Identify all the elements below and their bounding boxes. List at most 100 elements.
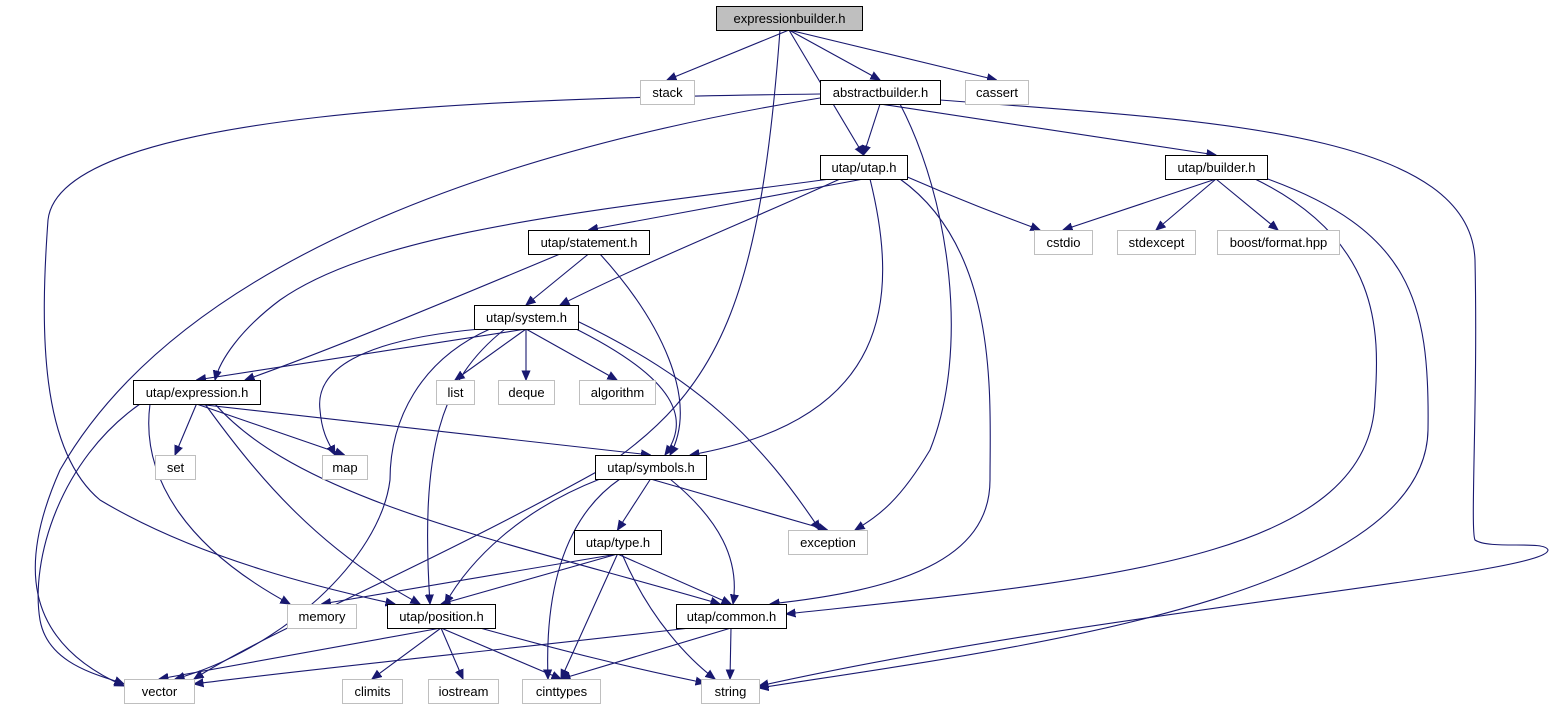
edge-builder-to-stdexcept: [1156, 178, 1217, 230]
node-memory: memory: [287, 604, 357, 629]
edge-common-to-string: [730, 627, 731, 679]
node-set: set: [155, 455, 196, 480]
edge-abstractbuilder-to-position: [43, 93, 821, 604]
node-builder[interactable]: utap/builder.h: [1165, 155, 1268, 180]
node-box-builder: [1165, 155, 1268, 180]
node-box-abstractbuilder: [820, 80, 941, 105]
edge-expression-to-set: [174, 403, 198, 455]
node-box-cstdio: [1034, 230, 1093, 255]
edge-abstractbuilder-to-vector: [34, 97, 821, 686]
node-statement[interactable]: utap/statement.h: [528, 230, 650, 255]
node-box-cassert: [965, 80, 1029, 105]
node-position[interactable]: utap/position.h: [387, 604, 496, 629]
node-box-utap: [820, 155, 908, 180]
node-label-expression: utap/expression.h: [146, 385, 249, 400]
node-box-deque: [498, 380, 555, 405]
edge-abstractbuilder-to-utap: [864, 103, 881, 155]
node-cinttypes: cinttypes: [522, 679, 601, 704]
node-stdexcept: stdexcept: [1117, 230, 1196, 255]
edge-position-to-cinttypes: [440, 627, 561, 680]
edge-utap-to-statement: [589, 178, 864, 230]
edge-position-to-vector: [159, 627, 442, 679]
node-label-exception: exception: [800, 535, 856, 550]
edge-system-to-symbols: [569, 325, 677, 455]
node-box-map: [322, 455, 368, 480]
node-box-list: [436, 380, 475, 405]
node-label-map: map: [332, 460, 357, 475]
node-box-type: [574, 530, 662, 555]
node-label-climits: climits: [354, 684, 391, 699]
edge-utap-to-system: [560, 178, 841, 305]
node-boostformat: boost/format.hpp: [1217, 230, 1340, 255]
node-string: string: [701, 679, 760, 704]
edge-type-to-common: [617, 553, 732, 604]
node-stack: stack: [640, 80, 695, 105]
node-label-stdexcept: stdexcept: [1129, 235, 1185, 250]
node-type[interactable]: utap/type.h: [574, 530, 662, 555]
node-box-vector: [124, 679, 195, 704]
edge-builder-to-common: [786, 178, 1378, 614]
node-system[interactable]: utap/system.h: [474, 305, 579, 330]
node-deque: deque: [498, 380, 555, 405]
node-cstdio: cstdio: [1034, 230, 1093, 255]
edge-expression-to-memory: [148, 403, 290, 604]
edge-position-to-string: [479, 627, 705, 683]
node-utap[interactable]: utap/utap.h: [820, 155, 908, 180]
edge-type-to-memory: [322, 553, 618, 604]
edge-builder-to-boostformat: [1215, 178, 1278, 230]
edge-symbols-to-cinttypes: [548, 478, 621, 679]
node-list: list: [436, 380, 475, 405]
edge-expression-to-position: [204, 403, 420, 604]
node-box-exception: [788, 530, 868, 555]
node-symbols[interactable]: utap/symbols.h: [595, 455, 707, 480]
node-label-boostformat: boost/format.hpp: [1230, 235, 1328, 250]
node-label-memory: memory: [299, 609, 346, 624]
edge-system-to-map: [319, 328, 481, 455]
node-box-system: [474, 305, 579, 330]
node-expression[interactable]: utap/expression.h: [133, 380, 261, 405]
edge-position-to-iostream: [440, 627, 463, 679]
node-map: map: [322, 455, 368, 480]
node-exception: exception: [788, 530, 868, 555]
node-box-set: [155, 455, 196, 480]
edge-abstractbuilder-to-builder: [879, 103, 1216, 155]
edge-expression-to-common: [214, 403, 720, 604]
edge-type-to-string: [621, 553, 715, 679]
edge-builder-to-string: [759, 177, 1429, 688]
edge-expressionbuilder-to-vector: [194, 29, 781, 679]
node-expressionbuilder[interactable]: expressionbuilder.h: [716, 6, 863, 31]
node-label-iostream: iostream: [439, 684, 489, 699]
node-label-cstdio: cstdio: [1047, 235, 1081, 250]
edge-expression-to-vector: [37, 403, 141, 684]
node-box-string: [701, 679, 760, 704]
edge-system-to-algorithm: [525, 328, 617, 380]
node-label-symbols: utap/symbols.h: [607, 460, 694, 475]
edge-expressionbuilder-to-stack: [667, 29, 790, 80]
edge-system-to-list: [455, 328, 527, 380]
node-label-algorithm: algorithm: [591, 385, 644, 400]
node-box-statement: [528, 230, 650, 255]
edge-system-to-position: [428, 328, 506, 604]
node-label-builder: utap/builder.h: [1177, 160, 1255, 175]
node-label-utap: utap/utap.h: [831, 160, 896, 175]
node-box-iostream: [428, 679, 499, 704]
node-box-memory: [287, 604, 357, 629]
node-box-stack: [640, 80, 695, 105]
node-abstractbuilder[interactable]: abstractbuilder.h: [820, 80, 941, 105]
node-common[interactable]: utap/common.h: [676, 604, 787, 629]
node-label-set: set: [167, 460, 185, 475]
node-label-position: utap/position.h: [399, 609, 484, 624]
edge-common-to-vector: [194, 627, 691, 684]
edge-expression-to-map: [196, 403, 345, 455]
edges-layer: [34, 29, 1549, 688]
node-box-climits: [342, 679, 403, 704]
edge-system-to-vector: [175, 328, 491, 679]
node-label-system: utap/system.h: [486, 310, 567, 325]
node-box-boostformat: [1217, 230, 1340, 255]
node-label-stack: stack: [652, 85, 683, 100]
edge-symbols-to-exception: [650, 478, 828, 530]
node-label-cinttypes: cinttypes: [536, 684, 588, 699]
edge-system-to-exception: [574, 319, 820, 530]
node-label-cassert: cassert: [976, 85, 1018, 100]
